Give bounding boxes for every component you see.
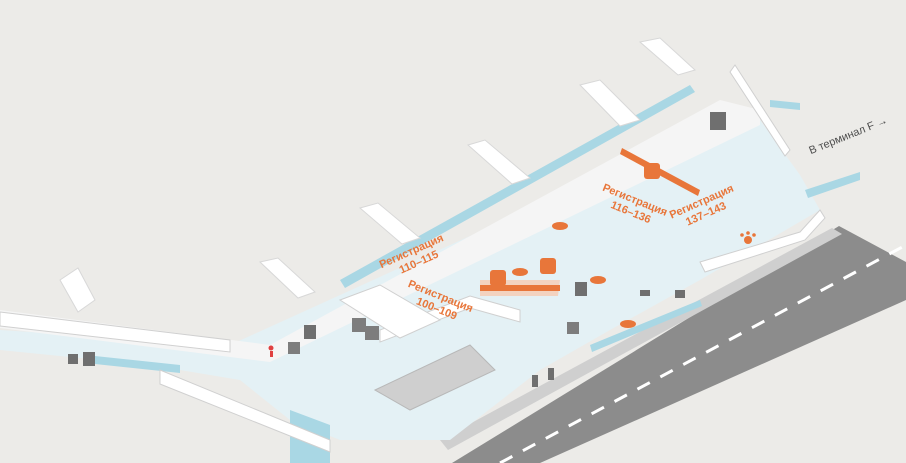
curb <box>440 228 842 450</box>
road <box>452 226 906 463</box>
security-gate-icon <box>532 290 685 387</box>
central-island <box>373 344 496 411</box>
paw-icon <box>740 231 756 244</box>
escalator-icon <box>288 318 579 354</box>
person-icon <box>268 345 274 357</box>
walls <box>0 64 826 453</box>
elevator-icon <box>68 112 726 366</box>
baggage-marker-icon <box>512 222 636 328</box>
corridor-floor <box>0 100 760 362</box>
jetways <box>59 37 696 313</box>
checkin-kiosk-icon <box>490 163 660 286</box>
